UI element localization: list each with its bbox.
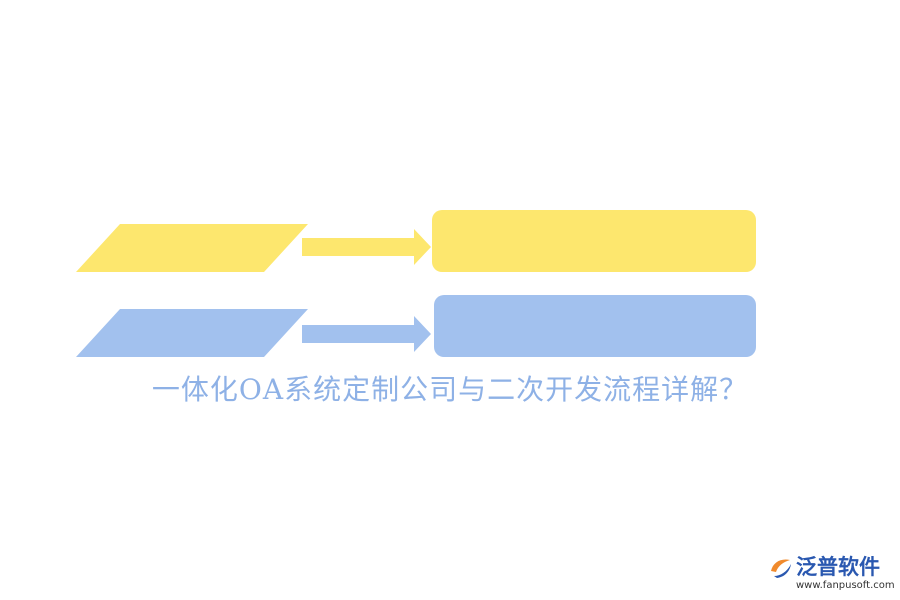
logo-name: 泛普软件 [796,555,880,579]
box-row-2 [434,295,756,357]
parallelogram-row-1 [76,224,308,272]
arrow-row-2 [302,316,431,352]
brand-logo[interactable]: 泛普软件 www.fanpusoft.com [768,552,895,592]
logo-url: www.fanpusoft.com [796,580,895,591]
parallelogram-row-2 [76,309,308,357]
diagram-caption: 一体化OA系统定制公司与二次开发流程详解？ [151,373,749,406]
logo-mark-icon [771,559,791,578]
arrow-row-1 [302,229,431,265]
box-row-1 [432,210,756,272]
